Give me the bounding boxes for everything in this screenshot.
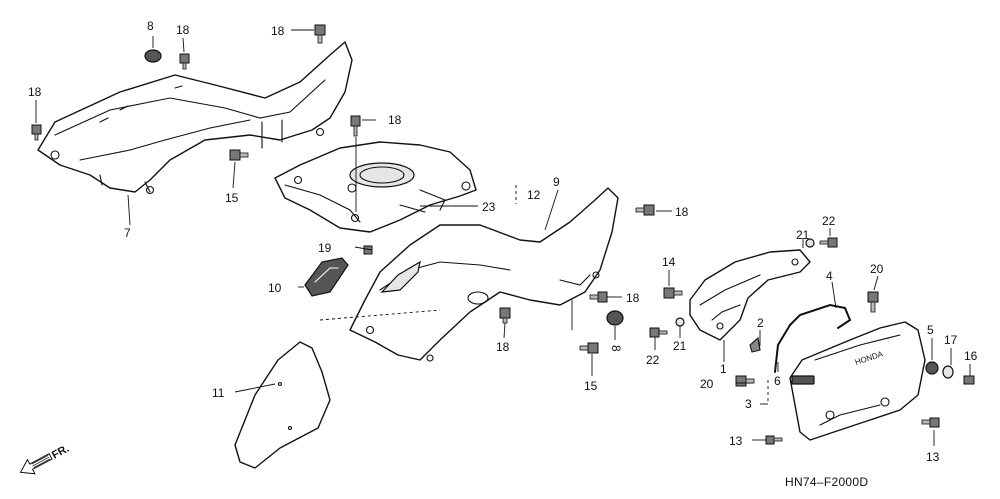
callout-8-top: 8 (147, 19, 154, 33)
tool-box-cover: HONDA (789, 321, 926, 441)
bolt-18e (635, 204, 655, 216)
right-side-cover (349, 187, 619, 362)
callout-18-a: 18 (271, 24, 285, 38)
callout-18-f: 18 (626, 291, 640, 305)
grommet-8-top (144, 49, 162, 63)
nut-5 (925, 361, 939, 375)
left-side-cover (37, 41, 353, 195)
clip-2 (749, 336, 761, 353)
callout-22-a: 22 (822, 214, 836, 228)
callout-22-b: 22 (646, 353, 660, 367)
bolt-22a (819, 237, 838, 248)
callout-4: 4 (826, 269, 833, 283)
callout-12: 12 (527, 188, 541, 202)
callout-3: 3 (745, 397, 752, 411)
bolt-18a (314, 24, 326, 44)
bolt-15b (579, 342, 599, 354)
callout-19: 19 (318, 241, 332, 255)
callout-18-d: 18 (388, 113, 402, 127)
callout-14: 14 (662, 255, 676, 269)
collar-21a (805, 238, 815, 248)
callout-6: 6 (774, 374, 781, 388)
callout-1: 1 (720, 362, 727, 376)
bolt-18d (350, 115, 361, 137)
bolt-20b (735, 375, 755, 387)
rubber-pad (304, 257, 349, 297)
callout-18-g: 18 (496, 340, 510, 354)
callout-9: 9 (553, 175, 560, 189)
callout-15-a: 15 (225, 191, 239, 205)
guard-panel (234, 341, 331, 469)
bolt-18c (31, 124, 42, 141)
callout-21-b: 21 (673, 339, 687, 353)
callout-10: 10 (268, 281, 282, 295)
callout-2: 2 (757, 316, 764, 330)
bolt-18g (499, 307, 511, 324)
washer-17 (942, 365, 954, 379)
callout-18-e: 18 (675, 205, 689, 219)
cap-16 (963, 375, 975, 385)
bolt-13b (921, 417, 940, 428)
callout-13-a: 13 (729, 434, 743, 448)
callout-18-b: 18 (176, 23, 190, 37)
callout-18-c: 18 (28, 85, 42, 99)
callout-23: 23 (482, 200, 496, 214)
callout-20-b: 20 (700, 377, 714, 391)
bolt-20a (867, 291, 879, 313)
collar-21b (675, 317, 685, 327)
mounting-bracket (689, 249, 811, 341)
bolt-15a (229, 149, 249, 161)
front-label: FR. (50, 443, 71, 462)
callout-15-b: 15 (584, 379, 598, 393)
callout-labels: 8 18 18 18 18 15 7 9 12 23 18 19 10 18 1… (28, 19, 978, 464)
bolt-18f (589, 291, 608, 303)
callout-8-mid: 8 (609, 345, 623, 352)
callout-17: 17 (944, 333, 958, 347)
front-direction-marker: FR. (19, 443, 71, 475)
bolt-13a (765, 435, 783, 445)
callout-13-b: 13 (926, 450, 940, 464)
grommet-8-mid (606, 310, 624, 326)
callout-5: 5 (927, 323, 934, 337)
callout-16: 16 (964, 349, 978, 363)
rear-fender-top (274, 141, 477, 233)
bolt-14 (663, 287, 683, 299)
callout-21-a: 21 (796, 228, 810, 242)
bolt-18b (179, 53, 190, 70)
drawing-code: HN74–F2000D (785, 475, 868, 489)
leader-lines (35, 29, 971, 446)
callout-11: 11 (212, 386, 225, 400)
callout-20-a: 20 (870, 262, 884, 276)
callout-7: 7 (124, 226, 131, 240)
wire-stay (774, 303, 852, 373)
bolt-22b (649, 327, 668, 338)
